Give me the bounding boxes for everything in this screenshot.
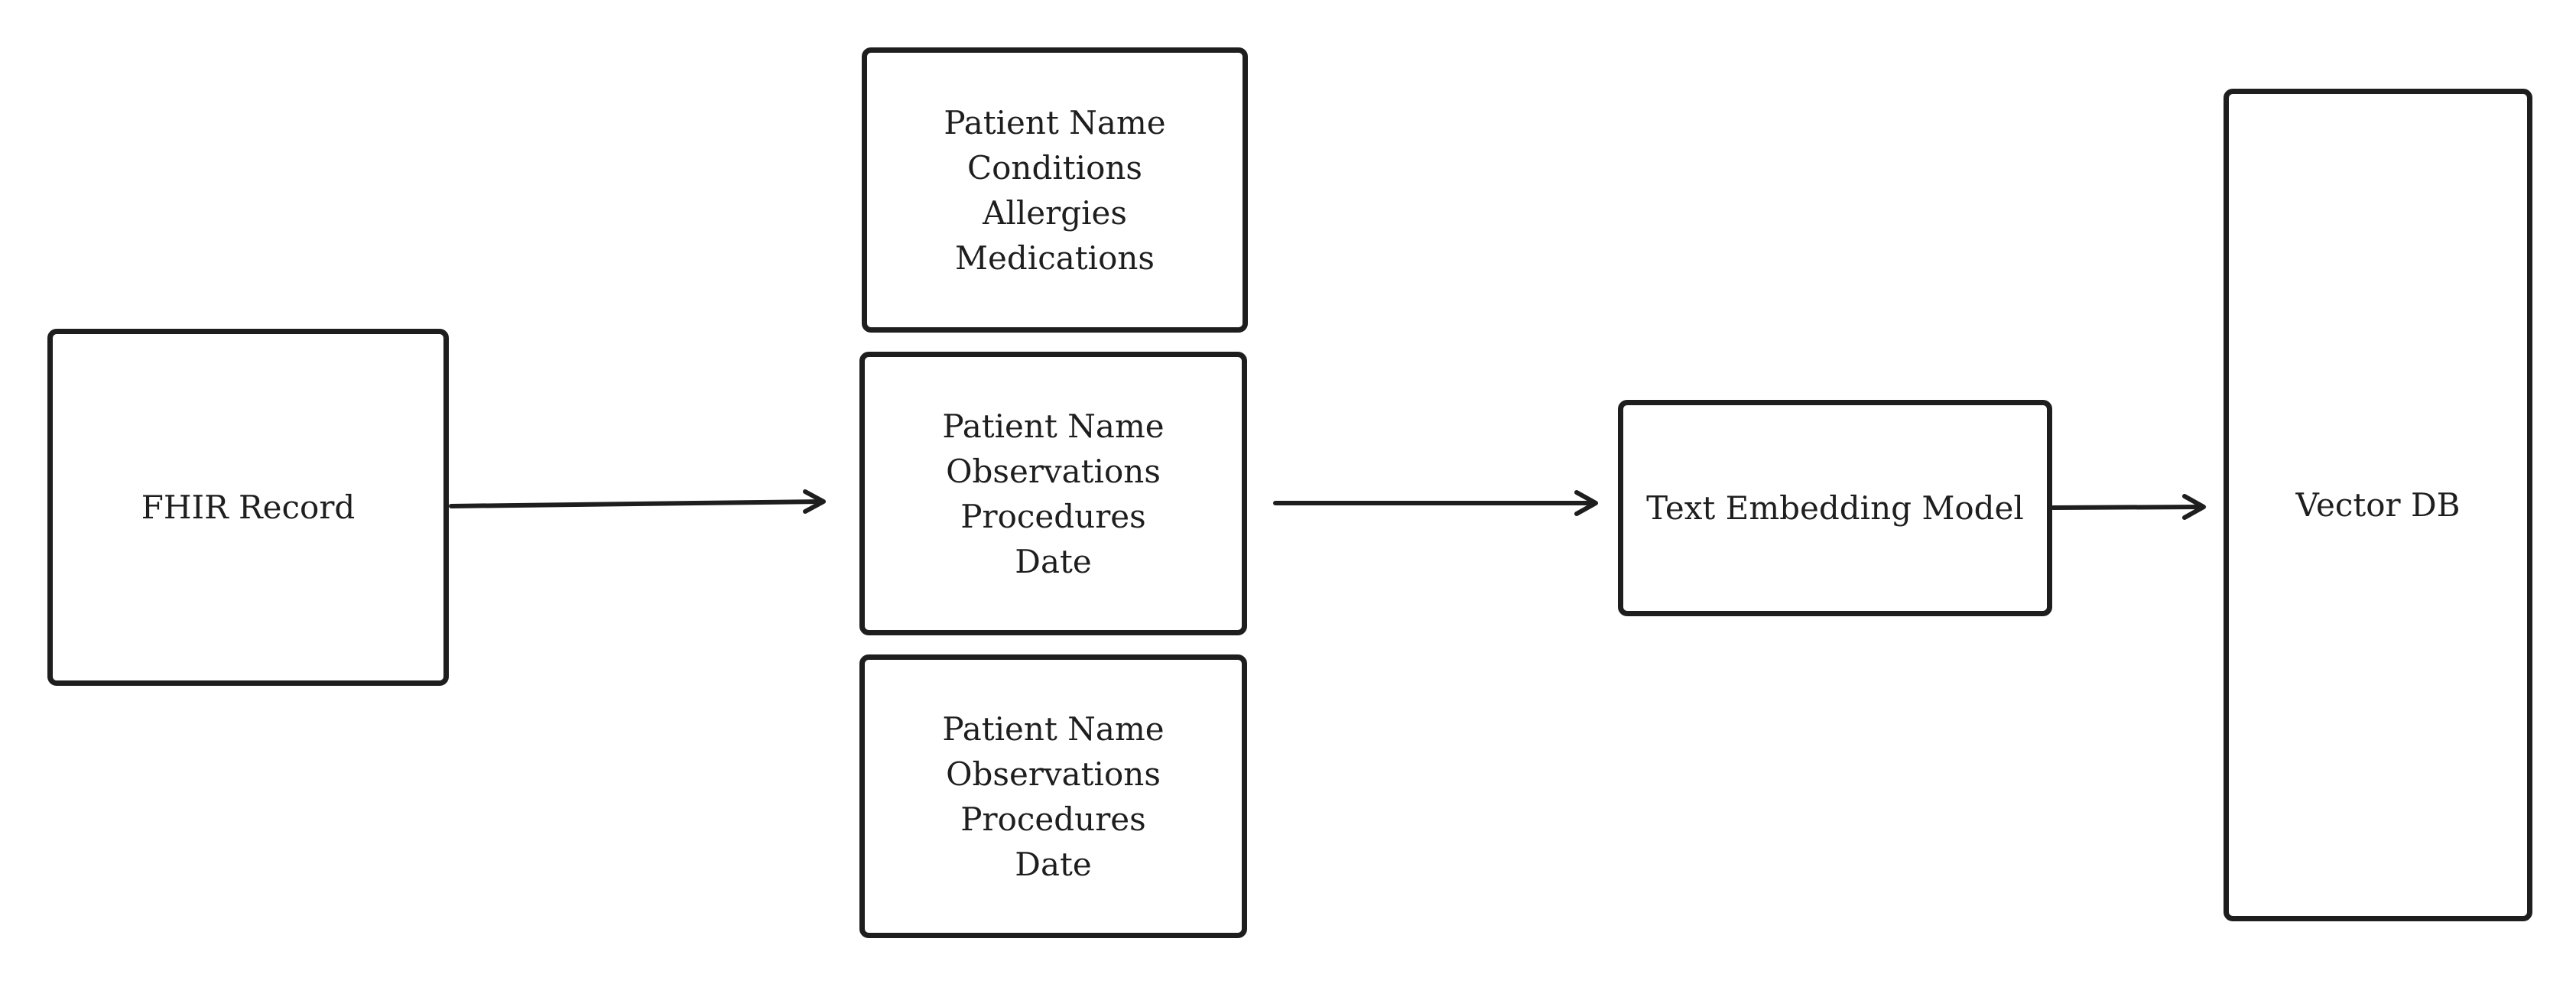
fhir-record-label: FHIR Record [141,489,356,526]
chunk-1-line: Patient Name [944,103,1166,141]
fhir-record-box: FHIR Record [47,329,449,686]
arrowhead-chunks-to-embedding [1574,490,1598,516]
chunk-2-line: Procedures [960,497,1146,535]
chunk-2-line: Patient Name [942,407,1165,445]
chunk-2-line: Observations [946,452,1161,490]
chunk-3-line: Date [1015,845,1092,883]
vector-db-box: Vector DB [2224,89,2532,921]
vector-db-label: Vector DB [2295,486,2461,524]
chunk-box-3: Patient Name Observations Procedures Dat… [859,654,1247,938]
arrowhead-embedding-to-vectordb [2182,494,2206,520]
chunk-3-line: Procedures [960,800,1146,838]
arrow-embedding-to-vectordb [2051,505,2204,510]
embedding-model-label: Text Embedding Model [1646,489,2024,527]
chunk-2-text: Patient Name Observations Procedures Dat… [942,404,1164,584]
chunk-1-line: Allergies [983,193,1127,232]
chunk-3-text: Patient Name Observations Procedures Dat… [942,706,1164,887]
chunk-box-2: Patient Name Observations Procedures Dat… [859,352,1247,635]
arrowhead-fhir-to-chunks [803,489,826,514]
chunk-1-text: Patient Name Conditions Allergies Medica… [944,100,1165,281]
chunk-box-1: Patient Name Conditions Allergies Medica… [862,47,1248,333]
embedding-model-box: Text Embedding Model [1618,400,2052,616]
arrow-fhir-to-chunks [449,499,824,508]
chunk-1-line: Conditions [967,148,1142,187]
chunk-2-line: Date [1015,542,1092,580]
chunk-3-line: Observations [946,755,1161,793]
chunk-1-line: Medications [955,239,1155,277]
chunk-3-line: Patient Name [942,710,1165,748]
